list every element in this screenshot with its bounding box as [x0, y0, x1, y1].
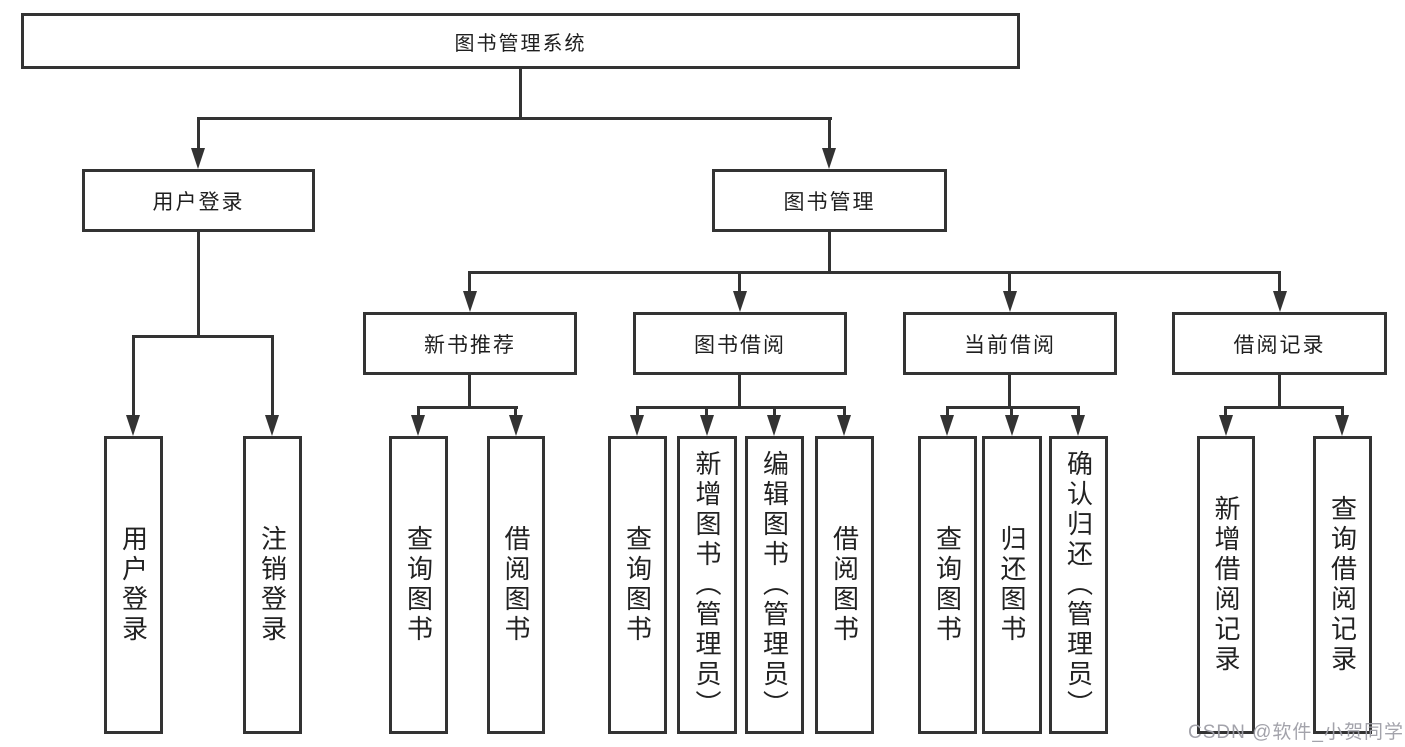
arrow-down-icon: [509, 415, 523, 436]
leaf-borrow-edit-books-admin-label: 编辑图书（管理员）: [759, 450, 790, 720]
connector-current-borrow-stem: [1008, 375, 1011, 409]
arrow-down-icon: [1335, 415, 1349, 436]
arrow-down-icon: [191, 148, 205, 169]
arrow-down-icon: [767, 415, 781, 436]
leaf-record-query-record-label: 查询借阅记录: [1327, 495, 1358, 675]
leaf-logout: 注销登录: [243, 436, 302, 734]
arrow-down-icon: [411, 415, 425, 436]
connector-leaf-drop: [946, 406, 949, 419]
connector-user-leaves-branch: [132, 335, 274, 338]
leaf-user-login: 用户登录: [104, 436, 163, 734]
arrow-down-icon: [630, 415, 644, 436]
node-book-borrow-label: 图书借阅: [694, 333, 786, 357]
node-user-login-label: 用户登录: [152, 190, 245, 214]
connector-book-mgmt-stem: [828, 232, 831, 274]
leaf-borrow-add-books-admin-label: 新增图书（管理员）: [692, 450, 722, 720]
connector-leaf-drop: [773, 406, 776, 419]
leaf-borrow-query-books: 查询图书: [608, 436, 667, 734]
connector-leaf-drop: [636, 406, 639, 419]
connector-user-login-drop: [197, 117, 200, 152]
connector-new-book-leaves-branch: [417, 406, 518, 409]
connector-level3-branch: [468, 271, 1281, 274]
node-current-borrow: 当前借阅: [903, 312, 1117, 375]
connector-leaf-drop: [843, 406, 846, 419]
leaf-borrow-query-books-label: 查询图书: [622, 525, 653, 645]
connector-level3-drop: [1278, 271, 1281, 295]
leaf-borrow-borrow-books-label: 借阅图书: [829, 525, 860, 645]
leaf-current-confirm-return-admin-label: 确认归还（管理员）: [1063, 450, 1094, 720]
arrow-down-icon: [1003, 291, 1017, 312]
connector-leaf-drop: [514, 406, 517, 419]
arrow-down-icon: [940, 415, 954, 436]
arrow-down-icon: [463, 291, 477, 312]
connector-book-mgmt-drop: [828, 117, 831, 152]
leaf-current-return-books: 归还图书: [982, 436, 1042, 734]
leaf-current-query-books: 查询图书: [918, 436, 977, 734]
node-new-book-recommend-label: 新书推荐: [424, 333, 516, 357]
arrow-down-icon: [733, 291, 747, 312]
leaf-borrow-add-books-admin: 新增图书（管理员）: [677, 436, 737, 734]
connector-leaf-drop: [1341, 406, 1344, 419]
arrow-down-icon: [1005, 415, 1019, 436]
leaf-record-query-record: 查询借阅记录: [1313, 436, 1372, 734]
connector-leaf-drop: [132, 335, 135, 419]
connector-leaf-drop: [417, 406, 420, 419]
leaf-current-query-books-label: 查询图书: [932, 525, 963, 645]
leaf-borrow-borrow-books: 借阅图书: [815, 436, 874, 734]
node-borrow-record: 借阅记录: [1172, 312, 1387, 375]
connector-borrow-record-leaves-branch: [1225, 406, 1344, 409]
leaf-user-login-label: 用户登录: [118, 525, 149, 645]
connector-book-borrow-leaves-branch: [636, 406, 846, 409]
arrow-down-icon: [700, 415, 714, 436]
connector-leaf-drop: [1010, 406, 1013, 419]
leaf-record-add-record: 新增借阅记录: [1197, 436, 1255, 734]
arrow-down-icon: [126, 415, 140, 436]
leaf-current-return-books-label: 归还图书: [997, 525, 1027, 645]
node-user-login: 用户登录: [82, 169, 315, 232]
node-new-book-recommend: 新书推荐: [363, 312, 577, 375]
leaf-newbook-query-books-label: 查询图书: [403, 525, 434, 645]
connector-level3-drop: [1008, 271, 1011, 295]
connector-level3-drop: [738, 271, 741, 295]
connector-level2-branch: [197, 117, 832, 120]
leaf-newbook-borrow-books: 借阅图书: [487, 436, 545, 734]
connector-current-borrow-leaves-branch: [946, 406, 1080, 409]
leaf-newbook-query-books: 查询图书: [389, 436, 448, 734]
node-book-management: 图书管理: [712, 169, 947, 232]
connector-leaf-drop: [271, 335, 274, 419]
node-root-label: 图书管理系统: [454, 32, 587, 55]
arrow-down-icon: [265, 415, 279, 436]
arrow-down-icon: [837, 415, 851, 436]
connector-level3-drop: [468, 271, 471, 295]
connector-new-book-stem: [468, 375, 471, 409]
node-root: 图书管理系统: [21, 13, 1020, 69]
connector-root-stem: [519, 69, 522, 118]
arrow-down-icon: [1071, 415, 1085, 436]
connector-user-login-stem: [197, 232, 200, 338]
leaf-newbook-borrow-books-label: 借阅图书: [501, 525, 531, 645]
node-book-borrow: 图书借阅: [633, 312, 847, 375]
connector-leaf-drop: [1077, 406, 1080, 419]
leaf-record-add-record-label: 新增借阅记录: [1211, 495, 1241, 675]
connector-leaf-drop: [705, 406, 708, 419]
arrow-down-icon: [1273, 291, 1287, 312]
connector-book-borrow-stem: [738, 375, 741, 409]
node-book-management-label: 图书管理: [783, 190, 876, 214]
csdn-watermark: CSDN @软件_小贺同学: [1188, 722, 1404, 743]
connector-leaf-drop: [1224, 406, 1227, 419]
leaf-current-confirm-return-admin: 确认归还（管理员）: [1049, 436, 1108, 734]
connector-borrow-record-stem: [1278, 375, 1281, 409]
leaf-logout-label: 注销登录: [257, 525, 288, 645]
node-borrow-record-label: 借阅记录: [1233, 333, 1326, 357]
leaf-borrow-edit-books-admin: 编辑图书（管理员）: [745, 436, 804, 734]
arrow-down-icon: [822, 148, 836, 169]
arrow-down-icon: [1219, 415, 1233, 436]
node-current-borrow-label: 当前借阅: [964, 333, 1056, 357]
